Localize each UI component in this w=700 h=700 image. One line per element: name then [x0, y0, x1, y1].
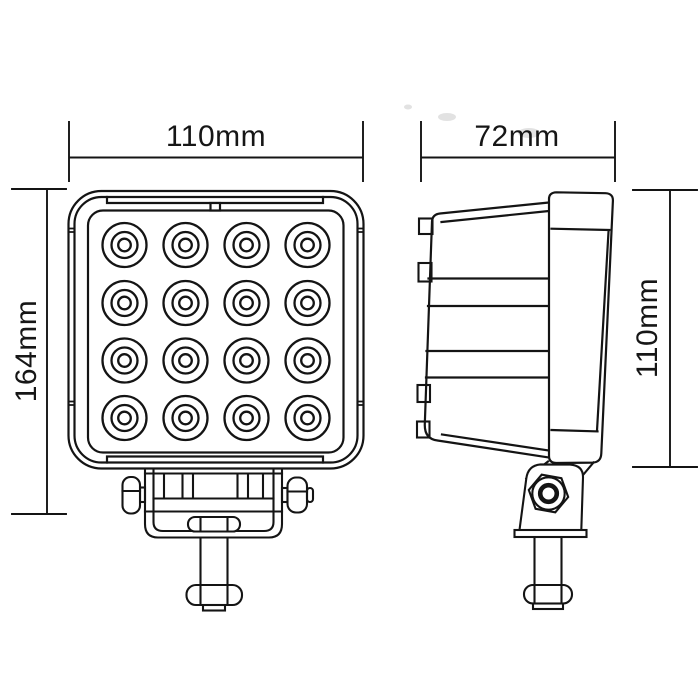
mounting-nut-side [522, 583, 574, 605]
pivot-hex-bolt [527, 473, 570, 514]
dimension-side-depth [420, 121, 616, 182]
mounting-stem [199, 536, 229, 587]
front-mounting-bracket [121, 467, 315, 612]
led-lens [284, 279, 331, 327]
side-view-drawing [415, 191, 615, 611]
side-height-dimension-label: 110mm [631, 277, 664, 379]
front-width-dimension-label: 110mm [165, 120, 267, 153]
led-lens [101, 337, 148, 384]
led-lens [162, 337, 209, 384]
bracket-ribs [162, 472, 265, 500]
front-height-dimension-label: 164mm [10, 299, 43, 403]
led-lens [284, 221, 331, 269]
front-bezel-profile [547, 191, 615, 465]
bracket-slot [186, 515, 242, 533]
heatsink-fins [424, 277, 551, 379]
heatsink-body [423, 201, 551, 459]
dimension-front-height [11, 188, 67, 515]
led-lens [284, 394, 331, 442]
led-lens [162, 279, 209, 327]
mounting-stem-side [533, 535, 563, 587]
led-lens [223, 337, 270, 384]
led-lens [162, 394, 209, 442]
front-housing-frame [67, 189, 365, 470]
side-depth-dimension-label: 72mm [474, 120, 560, 153]
led-grid [101, 221, 331, 442]
left-bolt [121, 475, 142, 515]
front-view-drawing [67, 189, 365, 612]
led-lens [223, 221, 270, 269]
dimension-front-width [68, 121, 364, 182]
led-lens [223, 394, 270, 442]
side-mounting-bracket [513, 460, 595, 611]
led-lens [101, 394, 148, 442]
dimension-side-height [632, 189, 698, 468]
led-lens [284, 337, 331, 384]
led-lens [223, 279, 270, 327]
led-lens [101, 279, 148, 327]
watermark-smudge [404, 104, 540, 138]
top-notch [209, 201, 222, 212]
led-lens [162, 221, 209, 269]
led-lens [101, 221, 148, 269]
right-bolt [286, 476, 309, 514]
mounting-nut [185, 583, 244, 607]
